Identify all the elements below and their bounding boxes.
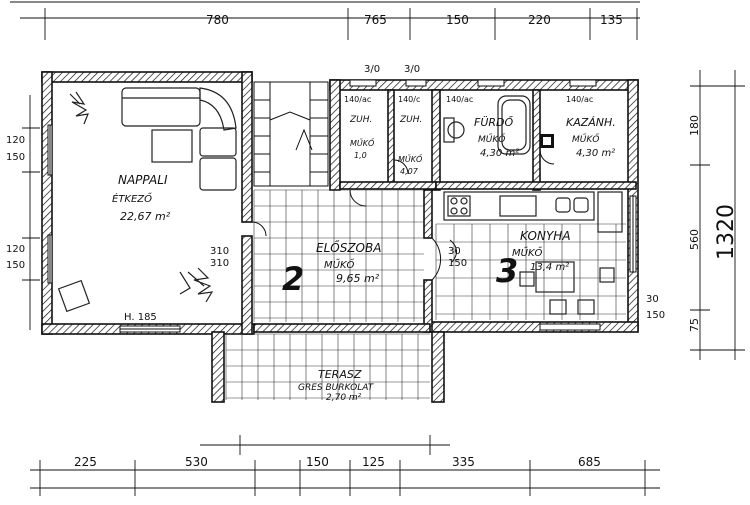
left-dimension-chain: 120 150 120 150 [6, 95, 40, 330]
kitchen-name: KONYHA [520, 229, 571, 243]
terrace-tiles [225, 333, 430, 400]
window-mark-hall-1: 30 [448, 246, 461, 257]
top-dimension-chain: 780 765 150 220 135 [10, 1, 640, 40]
right-dim-1: 180 [688, 115, 701, 136]
wc2-area: 4,07 [400, 167, 419, 176]
wc1-area: 1,0 [354, 151, 367, 160]
top-dim-5: 135 [600, 13, 623, 27]
living-room-name: NAPPALI [118, 173, 168, 187]
small-label-2: 140/c [398, 95, 420, 104]
bath-area: 4,30 m² [480, 148, 519, 159]
room-labels: NAPPALI ÉTKEZŐ 22,67 m² ELŐSZOBA MŰKŐ 9,… [112, 115, 616, 403]
small-label-5: 3/0 [364, 64, 380, 75]
room-number-hall: 2 [282, 260, 304, 298]
room-number-kitchen: 3 [496, 252, 518, 290]
right-dim-total: 1320 [714, 204, 739, 260]
bottom-dim-3: 150 [306, 455, 329, 469]
window-mark-living-bottom: H. 185 [124, 312, 157, 323]
top-dim-4: 220 [528, 13, 551, 27]
top-dim-2: 765 [364, 13, 387, 27]
terrace-name: TERASZ [318, 368, 362, 381]
kitchen-tiles [435, 223, 626, 320]
left-dim-4: 150 [6, 260, 25, 271]
boiler-area: 4,30 m² [576, 148, 615, 159]
window-mark-hall-2: 150 [448, 258, 467, 269]
top-dim-3: 150 [446, 13, 469, 27]
kitchen-furniture [443, 191, 623, 315]
hall-tiles [253, 189, 424, 322]
right-dim-3: 75 [688, 318, 701, 332]
hall-area: 9,65 m² [336, 272, 380, 285]
kitchen-area: 13,4 m² [530, 262, 569, 273]
terrace-subtitle: GRES BURKOLAT [298, 383, 375, 393]
bathroom-fixtures [443, 95, 554, 155]
bath-name: FÜRDŐ [474, 115, 513, 129]
window-mark-living-inner-2: 310 [210, 258, 229, 269]
bottom-dimension-chain: 225 530 150 125 335 685 [30, 435, 660, 496]
wc1-subtitle: MŰKŐ [350, 138, 375, 148]
bottom-dim-4: 125 [362, 455, 385, 469]
window-mark-kitchen-right-1: 30 [646, 294, 659, 305]
doors [251, 149, 555, 281]
windows [47, 79, 637, 333]
hall-subtitle: MŰKŐ [324, 257, 355, 271]
bottom-dim-2: 530 [185, 455, 208, 469]
hall-name: ELŐSZOBA [316, 240, 381, 255]
living-room-subtitle: ÉTKEZŐ [112, 191, 152, 205]
small-label-6: 3/0 [404, 64, 420, 75]
window-mark-living-inner-1: 310 [210, 246, 229, 257]
bottom-dim-1: 225 [74, 455, 97, 469]
left-dim-3: 120 [6, 244, 25, 255]
window-marks: H. 185 30 150 310 310 30 150 [124, 246, 665, 323]
wc2-name: ZUH. [399, 115, 422, 125]
living-furniture [57, 87, 237, 313]
right-dim-2: 560 [688, 229, 701, 250]
bottom-dim-6: 685 [578, 455, 601, 469]
small-label-1: 140/ac [344, 95, 371, 104]
bath-subtitle: MŰKŐ [478, 134, 505, 145]
left-dim-1: 120 [6, 135, 25, 146]
small-label-3: 140/ac [446, 95, 473, 104]
top-dim-1: 780 [206, 13, 229, 27]
bottom-dim-5: 335 [452, 455, 475, 469]
boiler-name: KAZÁNH. [566, 116, 616, 129]
terrace-area: 2,70 m² [326, 393, 362, 403]
left-dim-2: 150 [6, 152, 25, 163]
boiler-subtitle: MŰKŐ [572, 134, 599, 145]
kitchen-subtitle: MŰKŐ [512, 245, 543, 259]
small-labels: 140/ac 140/c 140/ac 140/ac 3/0 3/0 [344, 64, 593, 104]
wc1-name: ZUH. [349, 115, 372, 125]
staircase [253, 81, 329, 187]
wc2-subtitle: MŰKŐ [398, 154, 423, 164]
living-room-area: 22,67 m² [120, 210, 171, 223]
right-dimension-chain: 180 560 75 1320 [688, 70, 745, 360]
small-label-4: 140/ac [566, 95, 593, 104]
window-mark-kitchen-right-2: 150 [646, 310, 665, 321]
